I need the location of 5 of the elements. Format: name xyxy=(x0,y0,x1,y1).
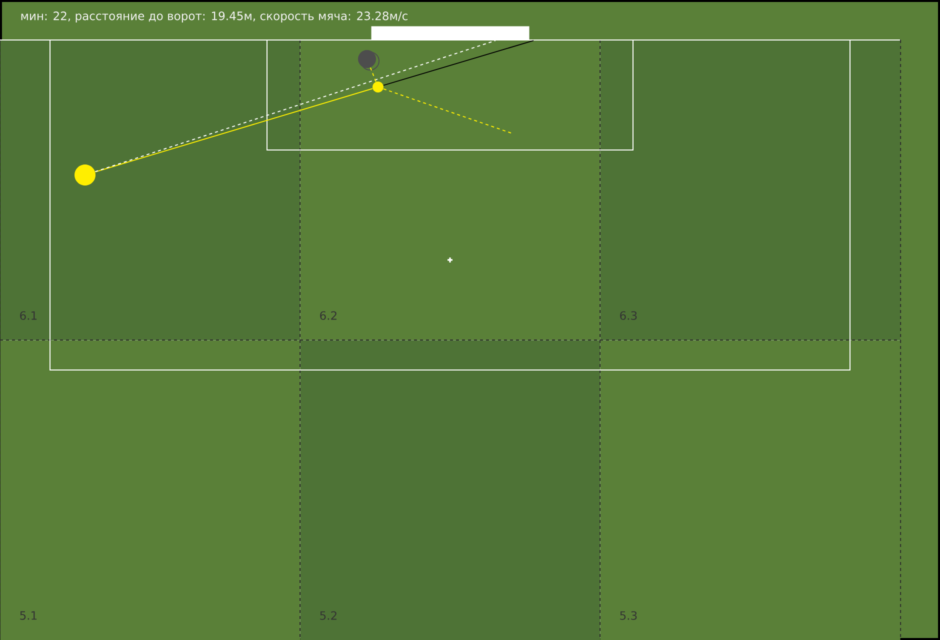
title: мин: 22, расстояние до ворот: 19.45м, скорость мяча: 23.28м/с xyxy=(21,12,408,22)
pitch-zone: 5.1 xyxy=(0,339,302,640)
pitch-zone: 5.2 xyxy=(300,339,602,640)
pitch-zone: 5.3 xyxy=(600,339,902,640)
goal xyxy=(371,26,530,40)
